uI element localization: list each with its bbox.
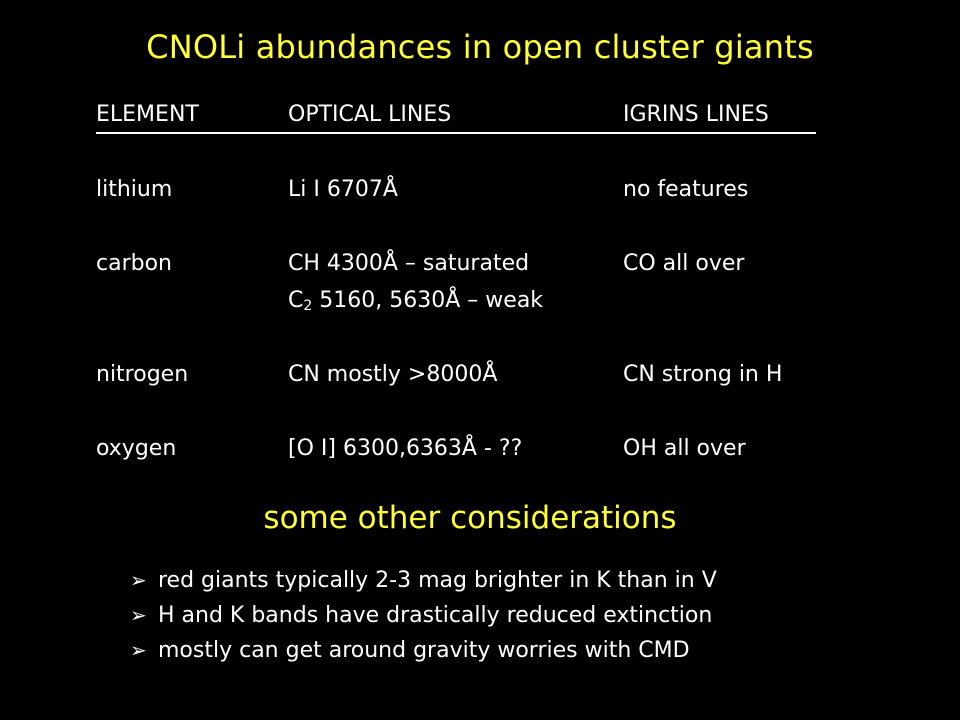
considerations-list: ➢ red giants typically 2-3 mag brighter …	[130, 563, 717, 668]
table-spacer	[96, 319, 816, 356]
c2-subscript: 2	[303, 298, 313, 314]
cell-optical: [O I] 6300,6363Å - ??	[288, 436, 523, 461]
c2-suffix: 5160, 5630Å – weak	[312, 288, 544, 313]
table-header-row: ELEMENT OPTICAL LINES IGRINS LINES	[96, 98, 816, 134]
slide-title: CNOLi abundances in open cluster giants	[146, 28, 814, 66]
cell-igrins: no features	[623, 177, 749, 202]
abundance-table: ELEMENT OPTICAL LINES IGRINS LINES lithi…	[96, 98, 816, 467]
cell-element: oxygen	[96, 436, 177, 461]
c2-prefix: C	[288, 288, 304, 313]
table-row-nitrogen: nitrogen CN mostly >8000Å CN strong in H	[96, 356, 816, 393]
cell-optical: CH 4300Å – saturated	[288, 251, 530, 276]
arrow-bullet-icon: ➢	[130, 603, 147, 627]
list-item: ➢ red giants typically 2-3 mag brighter …	[130, 563, 717, 598]
table-row-carbon: carbon CH 4300Å – saturated CO all over	[96, 245, 816, 282]
cell-element: carbon	[96, 251, 172, 276]
header-igrins-lines: IGRINS LINES	[623, 102, 769, 127]
list-item-text: mostly can get around gravity worries wi…	[158, 638, 690, 663]
arrow-bullet-icon: ➢	[130, 638, 147, 662]
header-optical-lines: OPTICAL LINES	[288, 102, 452, 127]
header-element: ELEMENT	[96, 102, 199, 127]
table-row-lithium: lithium Li I 6707Å no features	[96, 171, 816, 208]
section-subtitle: some other considerations	[263, 500, 677, 536]
cell-optical-c2: C2 5160, 5630Å – weak	[288, 282, 543, 319]
table-row-carbon-continued: C2 5160, 5630Å – weak	[96, 282, 816, 319]
table-spacer	[96, 208, 816, 245]
cell-igrins: CN strong in H	[623, 362, 783, 387]
list-item-text: red giants typically 2-3 mag brighter in…	[158, 568, 717, 593]
cell-igrins: CO all over	[623, 251, 745, 276]
list-item-text: H and K bands have drastically reduced e…	[158, 603, 713, 628]
cell-optical: Li I 6707Å	[288, 177, 398, 202]
table-spacer	[96, 134, 816, 171]
cell-element: lithium	[96, 177, 173, 202]
list-item: ➢ H and K bands have drastically reduced…	[130, 598, 717, 633]
cell-optical: CN mostly >8000Å	[288, 362, 498, 387]
cell-element: nitrogen	[96, 362, 189, 387]
arrow-bullet-icon: ➢	[130, 568, 147, 592]
cell-igrins: OH all over	[623, 436, 746, 461]
table-spacer	[96, 393, 816, 430]
list-item: ➢ mostly can get around gravity worries …	[130, 633, 717, 668]
table-row-oxygen: oxygen [O I] 6300,6363Å - ?? OH all over	[96, 430, 816, 467]
